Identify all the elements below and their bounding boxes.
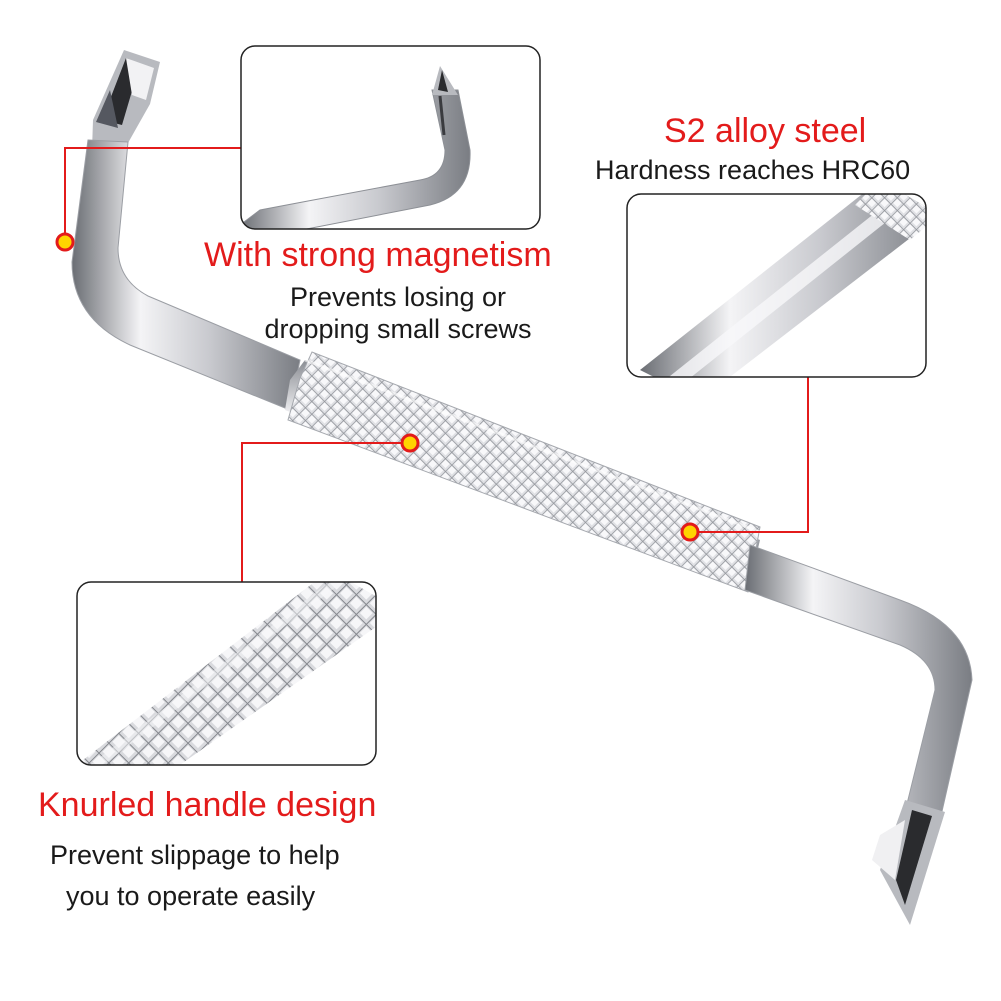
left-shaft (71, 139, 301, 411)
knurled-handle (287, 351, 761, 593)
inset-knurled-closeup (76, 581, 377, 766)
knurled-heading: Knurled handle design (38, 786, 377, 824)
steel-heading: S2 alloy steel (664, 112, 867, 150)
magnetism-heading: With strong magnetism (204, 236, 552, 274)
knurled-line2: you to operate easily (66, 881, 316, 911)
inset-tip-closeup (240, 45, 541, 230)
magnetism-line1: Prevents losing or (289, 282, 507, 312)
screwdriver (71, 50, 973, 925)
knurled-line1: Prevent slippage to help (50, 840, 340, 870)
connector-steel (690, 377, 809, 533)
inset-steel-closeup (626, 193, 927, 378)
marker-dot-icon (400, 433, 420, 453)
left-phillips-tip (92, 50, 160, 150)
right-phillips-tip (872, 800, 945, 925)
right-shaft (744, 544, 973, 821)
marker-dot-icon (680, 522, 700, 542)
steel-line1: Hardness reaches HRC60 (595, 155, 911, 185)
connector-lines (64, 147, 809, 582)
markers (55, 232, 700, 542)
connector-knurled (241, 442, 410, 582)
magnetism-line2: dropping small screws (264, 314, 532, 344)
marker-dot-icon (55, 232, 75, 252)
connector-magnetism (64, 147, 242, 240)
